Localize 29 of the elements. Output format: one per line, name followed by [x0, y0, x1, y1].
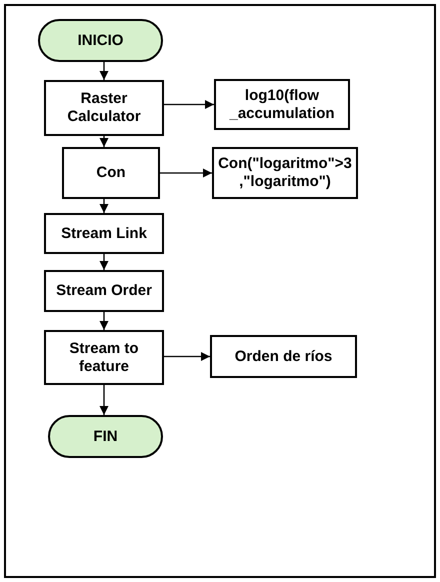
node-text: Orden de ríos [234, 348, 332, 366]
node-text: log10(flow _accumulation [228, 86, 336, 122]
node-text: Raster Calculator [66, 90, 142, 126]
node-text: Stream Link [61, 224, 147, 242]
process-box [44, 213, 164, 254]
node-text: Con [96, 164, 126, 182]
arrow [164, 352, 210, 361]
arrow [100, 254, 108, 270]
process-box [44, 270, 164, 312]
node-text: Stream Order [56, 282, 152, 300]
terminal-pill [38, 19, 163, 62]
node-text: Con("logaritmo">3 ,"logaritmo") [217, 155, 353, 191]
process-box [210, 335, 357, 378]
node-text: FIN [93, 428, 118, 446]
node-text: INICIO [78, 32, 124, 50]
process-box [214, 79, 350, 130]
process-box [212, 147, 358, 199]
arrow [100, 62, 108, 80]
arrow [160, 168, 212, 178]
process-box [44, 80, 164, 136]
arrow [100, 385, 108, 415]
process-box [44, 330, 164, 385]
arrow [164, 100, 214, 109]
arrow [100, 199, 108, 213]
node-text: Stream to feature [68, 340, 140, 376]
arrow [100, 136, 108, 147]
process-box [62, 147, 160, 199]
terminal-pill [48, 415, 163, 458]
arrow [100, 312, 108, 330]
